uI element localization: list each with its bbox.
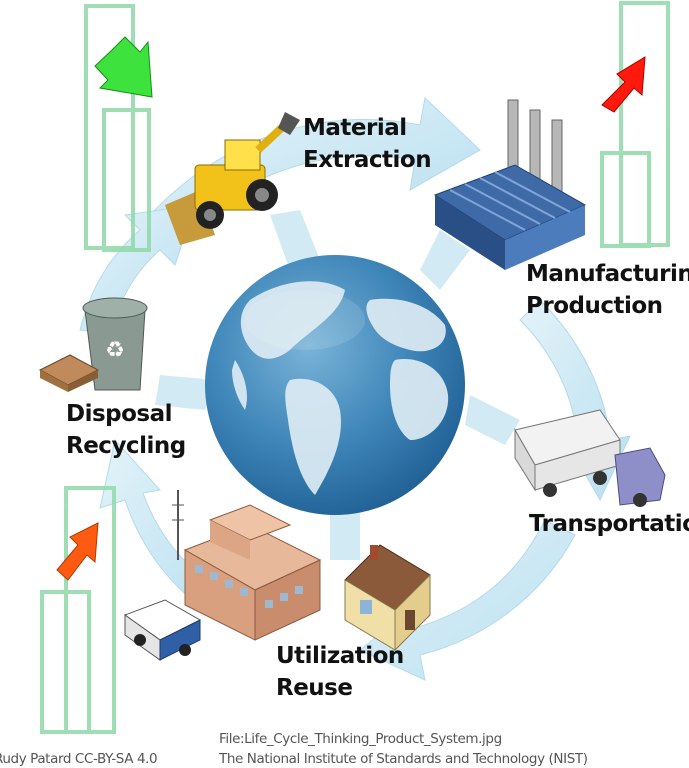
stage-label-line: Material xyxy=(303,115,407,141)
stage-label-line: Utilization xyxy=(276,643,404,669)
stage-label-line: Recycling xyxy=(66,433,186,459)
credit-author: Rudy Patard CC-BY-SA 4.0 xyxy=(0,751,158,767)
green-arrow-icon xyxy=(94,36,153,98)
stage-label-manufacturing-production: Manufacturing Production xyxy=(526,258,689,322)
stage-label-line: Production xyxy=(526,293,663,319)
stage-label-line: Reuse xyxy=(276,675,353,701)
stage-label-transportation: Transportation xyxy=(529,508,689,540)
highlight-boxes xyxy=(40,1,670,734)
svg-text:♻: ♻ xyxy=(105,338,125,363)
stage-label-material-extraction: Material Extraction xyxy=(303,112,432,176)
highlight-box-bottom-left-inner xyxy=(40,590,91,734)
highlight-box-top-left-inner xyxy=(102,108,151,252)
globe-icon xyxy=(205,255,465,515)
cycle-arrow-bottom-right xyxy=(359,519,576,681)
credit-source: The National Institute of Standards and … xyxy=(219,751,588,767)
house-icon xyxy=(344,544,431,652)
delivery-van-icon xyxy=(123,599,202,661)
red-arrow-icon-top-right xyxy=(601,56,646,113)
stage-label-disposal-recycling: Disposal Recycling xyxy=(66,398,186,462)
orange-arrow-icon-bottom-left xyxy=(56,522,99,581)
truck-icon xyxy=(514,409,666,507)
recycle-bin-icon: ♻ xyxy=(82,297,148,391)
inner-spokes xyxy=(155,210,520,560)
stage-label-line: Transportation xyxy=(529,511,689,537)
factory-icon xyxy=(433,99,587,270)
highlight-box-top-right-outer xyxy=(619,1,670,247)
credit-file: File:Life_Cycle_Thinking_Product_System.… xyxy=(219,731,502,747)
stage-label-line: Manufacturing xyxy=(526,261,689,287)
highlight-box-top-right-inner xyxy=(600,151,651,248)
cardboard-box-icon xyxy=(38,354,100,392)
stage-label-line: Disposal xyxy=(66,401,173,427)
stage-label-line: Extraction xyxy=(303,147,432,173)
stage-label-utilization-reuse: Utilization Reuse xyxy=(276,640,404,704)
city-buildings-icon xyxy=(172,490,322,641)
bulldozer-icon xyxy=(165,112,300,245)
